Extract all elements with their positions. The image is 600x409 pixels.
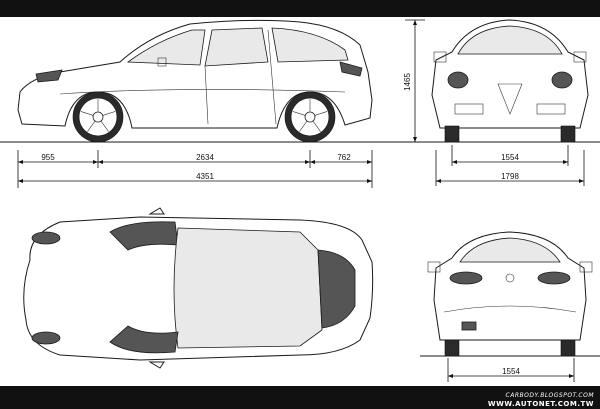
- height-label: 1465: [403, 73, 412, 91]
- side-windshield: [126, 29, 206, 66]
- front-dimension-lines: [435, 145, 585, 186]
- front-left-headlight: [447, 71, 469, 89]
- rear-overhang-label: 762: [337, 153, 351, 162]
- front-left-tire: [444, 125, 460, 143]
- side-mirror: [157, 57, 167, 67]
- wheel-spoke: [87, 120, 96, 132]
- wheel-spoke: [102, 111, 116, 116]
- wheel-spoke: [314, 111, 328, 116]
- top-right-headlight: [31, 331, 61, 345]
- top-body-outline: [23, 216, 374, 361]
- wheel-spoke: [292, 111, 306, 116]
- side-body-outline: [17, 19, 373, 129]
- side-headlight: [35, 69, 63, 83]
- side-rear-wheel: [284, 91, 336, 143]
- top-rear-glass: [317, 249, 356, 329]
- top-view-car: [23, 207, 374, 369]
- top-roof: [173, 227, 323, 349]
- side-character-line: [59, 89, 346, 95]
- side-door-front-line: [204, 65, 209, 125]
- rear-left-tail-light: [449, 271, 483, 285]
- rear-right-mirror: [579, 261, 593, 273]
- top-left-headlight: [31, 231, 61, 245]
- front-left-intake: [454, 103, 484, 115]
- front-right-mirror: [573, 51, 587, 63]
- blog-credit: CARBODY.BLOGSPOT.COM: [505, 392, 594, 399]
- rear-bumper-line: [443, 305, 577, 313]
- wheel-spoke: [312, 120, 321, 132]
- side-door-line: [267, 29, 277, 125]
- front-track-label: 1554: [501, 153, 519, 162]
- wheel-spoke: [299, 120, 308, 132]
- side-view-car: [17, 19, 373, 143]
- top-black-bar: [0, 0, 600, 17]
- wheel-spoke: [80, 111, 94, 116]
- rear-right-tire: [560, 339, 576, 357]
- rear-body-outline: [433, 231, 587, 341]
- front-right-tire: [560, 125, 576, 143]
- top-mirror-left: [148, 207, 165, 215]
- side-front-wheel: [72, 91, 124, 143]
- front-view-car: [431, 19, 589, 143]
- bottom-black-bar: [0, 386, 600, 409]
- top-mirror-right: [148, 361, 165, 369]
- top-windshield-lower: [109, 325, 179, 354]
- rear-track-label: 1554: [502, 367, 520, 376]
- wheelbase-label: 2634: [196, 153, 214, 162]
- side-dimension-lines: [17, 150, 373, 188]
- overall-width-label: 1798: [501, 172, 519, 181]
- site-credit: WWW.AUTONET.COM.TW: [487, 400, 594, 408]
- rear-dimension-lines: [447, 358, 575, 382]
- front-body-outline: [431, 19, 589, 129]
- front-grille-shield: [497, 83, 523, 115]
- front-right-intake: [536, 103, 566, 115]
- side-tail-light: [339, 61, 363, 77]
- side-front-window: [204, 27, 269, 67]
- front-right-headlight: [551, 71, 573, 89]
- rear-right-tail-light: [537, 271, 571, 285]
- rear-view-car: [420, 231, 600, 357]
- overall-length-label: 4351: [196, 172, 214, 181]
- rear-badge: [505, 273, 515, 283]
- front-overhang-label: 955: [41, 153, 55, 162]
- rear-left-tire: [444, 339, 460, 357]
- front-windshield: [457, 25, 563, 55]
- front-left-mirror: [433, 51, 447, 63]
- top-windshield-frame: [109, 221, 179, 251]
- side-rear-window: [271, 27, 349, 63]
- rear-window: [459, 237, 561, 263]
- rear-left-mirror: [427, 261, 441, 273]
- rear-exhaust: [461, 321, 477, 331]
- height-dimension-line: [405, 19, 425, 142]
- wheel-spoke: [100, 120, 109, 132]
